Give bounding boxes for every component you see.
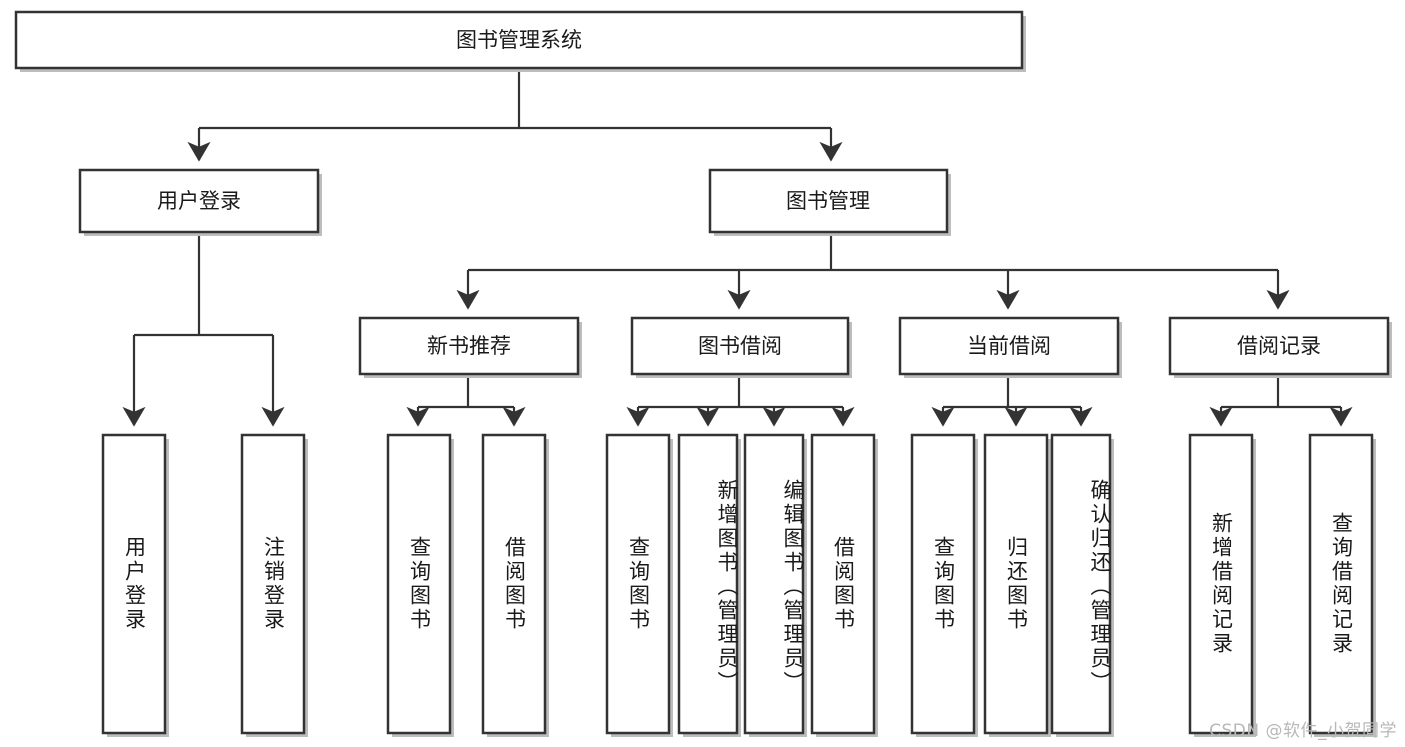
- node-user-login[interactable]: [78, 168, 320, 234]
- leaf-add-book[interactable]: [677, 433, 739, 735]
- node-user-login-label: 用户登录: [157, 189, 241, 213]
- leaf-edit-book[interactable]: [743, 433, 805, 735]
- node-root[interactable]: [14, 10, 1024, 70]
- node-book-manage[interactable]: [708, 168, 949, 234]
- leaf-confirm-return[interactable]: [1050, 433, 1112, 735]
- node-current-borrow[interactable]: [898, 316, 1120, 376]
- node-new-book-rec-label: 新书推荐: [427, 334, 511, 358]
- leaf-borrow-book-1[interactable]: [481, 433, 547, 735]
- leaf-query-book-2[interactable]: [605, 433, 671, 735]
- node-book-borrow[interactable]: [630, 316, 850, 376]
- node-root-label: 图书管理系统: [456, 28, 582, 52]
- node-book-manage-label: 图书管理: [786, 189, 870, 213]
- node-new-book-rec[interactable]: [358, 316, 580, 376]
- leaf-user-login[interactable]: [101, 433, 167, 735]
- leaf-query-record[interactable]: [1308, 433, 1374, 735]
- node-group: 图书管理系统 用户登录 图书管理 新书推荐 图书借阅 当前借阅 借阅记录: [14, 10, 1392, 737]
- leaf-logout[interactable]: [240, 433, 306, 735]
- node-book-borrow-label: 图书借阅: [698, 334, 782, 358]
- leaf-query-book-3[interactable]: [910, 433, 976, 735]
- leaf-query-book-1[interactable]: [386, 433, 452, 735]
- edge-group: [122, 68, 1353, 427]
- node-current-borrow-label: 当前借阅: [967, 334, 1051, 358]
- watermark: CSDN @软件_小贺同学: [1209, 721, 1397, 741]
- leaf-return-book[interactable]: [983, 433, 1049, 735]
- leaf-borrow-book-2[interactable]: [810, 433, 876, 735]
- node-borrow-record-label: 借阅记录: [1237, 334, 1321, 358]
- leaf-add-record[interactable]: [1188, 433, 1254, 735]
- node-borrow-record[interactable]: [1168, 316, 1390, 376]
